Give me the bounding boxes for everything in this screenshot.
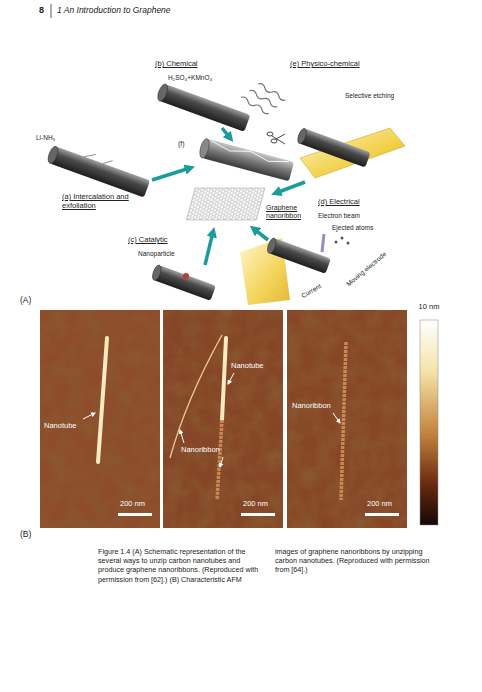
method-title: (e) Physico-chemical	[290, 60, 360, 69]
scale-heading: 10 nm	[419, 303, 440, 312]
running-head: 1 An Introduction to Graphene	[57, 6, 171, 16]
panel-letter: (A)	[20, 296, 31, 306]
method-title: (a) Intercalation and exfoliation	[62, 193, 134, 210]
afm-image: NanotubeNanoribbon 200 nm	[163, 310, 283, 528]
product-label: Graphene nanoribbon	[266, 204, 318, 220]
afm-image: Nanotube 200 nm	[40, 310, 160, 528]
afm-image: Nanoribbon 200 nm	[287, 310, 407, 528]
scale-label: 200 nm	[367, 500, 392, 509]
process-label: Current	[300, 282, 323, 299]
structure-label: Nanotube	[44, 422, 77, 431]
scale-label: 200 nm	[120, 500, 145, 509]
process-label: Electron beam	[318, 212, 360, 219]
process-label: Moving electrode	[345, 250, 388, 288]
panel-letter: (f)	[178, 140, 185, 148]
method-title: (c) Catalytic	[128, 236, 168, 245]
method-title: (b) Chemical	[155, 60, 198, 69]
process-label: Ejected atoms	[332, 224, 373, 231]
structure-label: Nanotube	[231, 362, 264, 371]
reagent-label: H₂SO₄+KMnO₄	[168, 74, 212, 81]
color-scale-bar: 10 nm	[420, 320, 438, 525]
figure-caption: Figure 1.4 (A) Schematic representation …	[98, 547, 440, 584]
structure-label: Nanoribbon	[181, 446, 220, 455]
method-title: (d) Electrical	[318, 198, 360, 207]
scale-label: 200 nm	[243, 500, 268, 509]
process-label: Selective etching	[345, 92, 394, 99]
page-number: 8	[39, 5, 44, 15]
structure-label: Nanoribbon	[292, 402, 331, 411]
panel-letter: (B)	[20, 530, 31, 540]
part-label: Nanoparticle	[138, 250, 175, 257]
reagent-label: Li-NH₃	[36, 134, 55, 141]
